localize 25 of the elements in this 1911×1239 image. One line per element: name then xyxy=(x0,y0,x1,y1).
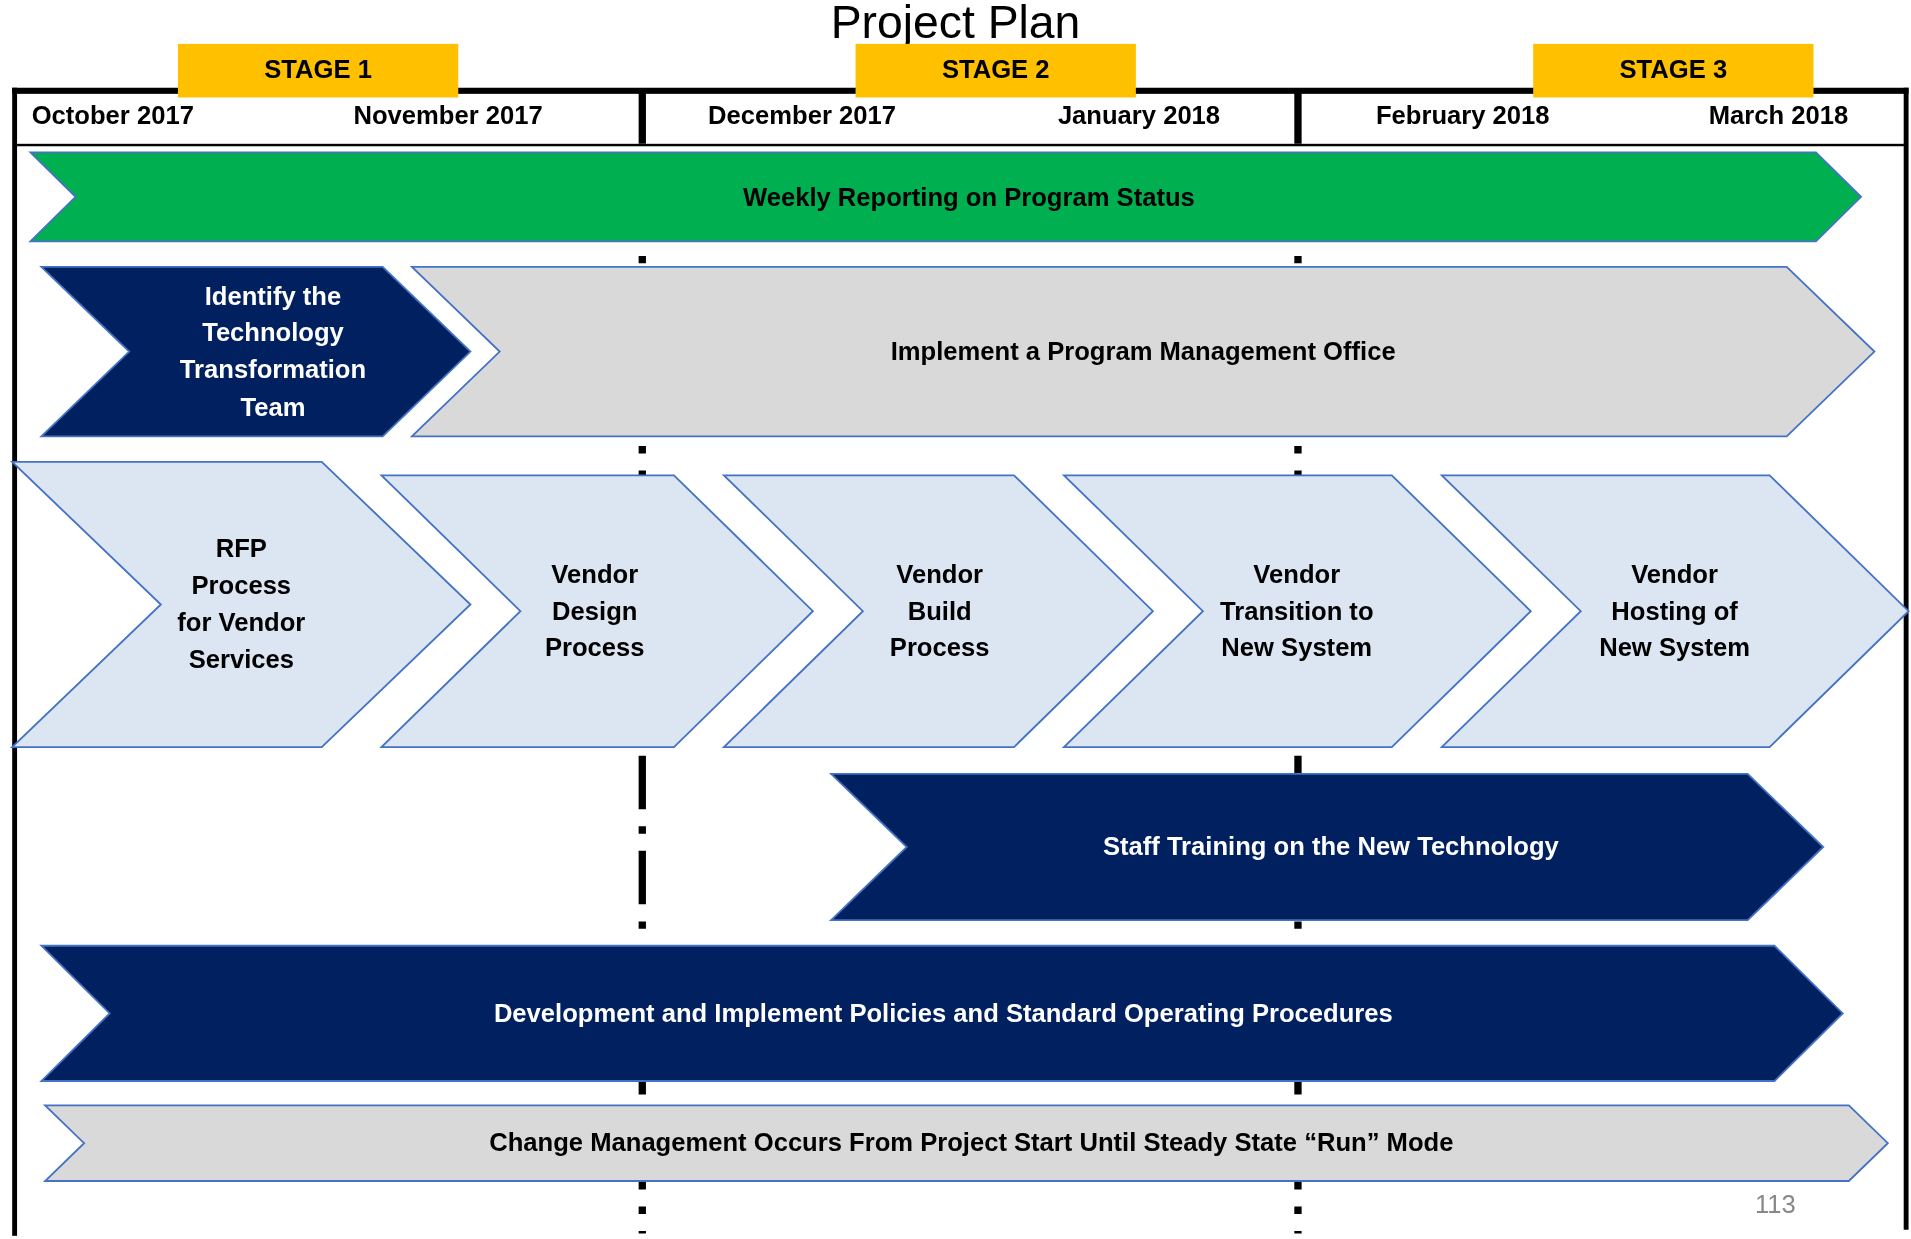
chevron-label: Vendor Design Process xyxy=(543,558,646,664)
chevron-label: Implement a Program Management Office xyxy=(889,335,1397,367)
chevron-label: Staff Training on the New Technology xyxy=(1101,831,1560,863)
chevron-label: Development and Implement Policies and Standard Operating Procedures xyxy=(492,997,1394,1029)
month-label: February 2018 xyxy=(1375,100,1550,132)
chevron-label: Identify the Technology Transformation Team xyxy=(178,280,368,423)
stage-label: STAGE 2 xyxy=(940,53,1051,85)
month-label: January 2018 xyxy=(1057,100,1221,132)
chevron-label: RFP Process for Vendor Services xyxy=(176,532,307,676)
page-title: Project Plan xyxy=(829,0,1082,49)
month-label: November 2017 xyxy=(353,100,543,132)
stage-banner xyxy=(177,43,459,98)
chevron-label: Change Management Occurs From Project Start Until Steady State “Run” Mode xyxy=(488,1127,1455,1159)
stage-label: STAGE 3 xyxy=(1618,53,1729,85)
chevron-label: Vendor Build Process xyxy=(888,558,991,664)
page-number: 113 xyxy=(1755,1188,1796,1220)
month-label: October 2017 xyxy=(31,100,194,132)
stage-banner xyxy=(855,43,1136,98)
chevron-label: Weekly Reporting on Program Status xyxy=(742,180,1196,213)
chevron-label: Vendor Hosting of New System xyxy=(1598,558,1751,664)
stage-label: STAGE 1 xyxy=(263,53,373,85)
month-label: March 2018 xyxy=(1708,100,1849,132)
month-label: December 2017 xyxy=(708,100,896,132)
stage-banner xyxy=(1533,43,1814,98)
chevron-label: Vendor Transition to New System xyxy=(1218,558,1375,664)
